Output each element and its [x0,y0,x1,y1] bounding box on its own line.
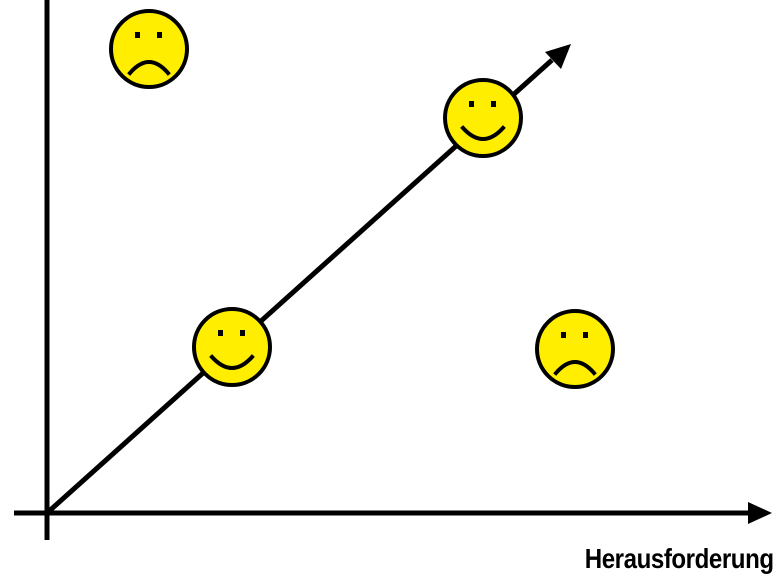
flow-channel-arrowhead [545,44,571,69]
x-axis-arrowhead [748,502,772,524]
sad-face-icon [535,309,615,389]
happy-face-icon [192,307,272,387]
smileys-group [109,9,615,389]
happy-face-icon [443,78,523,158]
sad-face-icon [109,9,189,89]
x-axis-label: Herausforderung [585,543,774,574]
